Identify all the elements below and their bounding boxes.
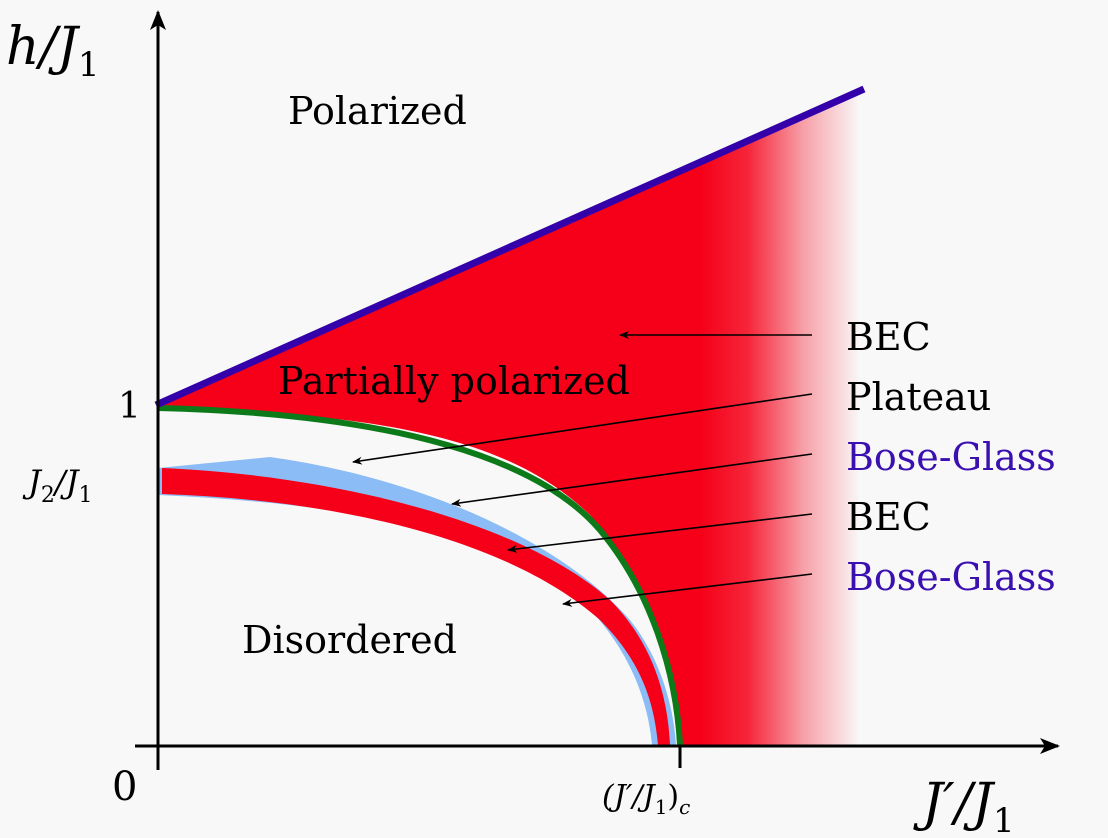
origin-label: 0 — [112, 764, 137, 810]
plateau-boundary — [157, 405, 683, 746]
y-tick-1: 1 — [118, 386, 141, 427]
region-polarized: Polarized — [288, 89, 467, 133]
arrow-bose-glass-1 — [451, 453, 813, 507]
x-axis-label: J′/J1 — [913, 773, 1015, 838]
legend-bec-lower: BEC — [846, 495, 931, 539]
x-tick-critical-label: (J′/J1)c — [602, 779, 690, 819]
region-partially-polarized: Partially polarized — [278, 359, 630, 403]
bec-band — [162, 468, 670, 745]
arrow-bose-glass-2 — [562, 573, 813, 607]
saturation-line — [154, 85, 866, 409]
legend-bec-top: BEC — [846, 315, 931, 359]
legend-plateau: Plateau — [846, 375, 991, 419]
y-tick-j2-over-j1: J2/J1 — [22, 463, 92, 508]
legend-bose-glass-1: Bose-Glass — [846, 435, 1056, 479]
legend-bose-glass-2: Bose-Glass — [846, 555, 1056, 599]
y-axis-label: h/J1 — [6, 17, 100, 85]
bec-region-fade — [700, 93, 860, 745]
arrow-bec-lower — [507, 513, 813, 553]
region-disordered: Disordered — [242, 618, 457, 662]
arrow-plateau — [352, 393, 813, 465]
bec-region — [158, 164, 700, 745]
